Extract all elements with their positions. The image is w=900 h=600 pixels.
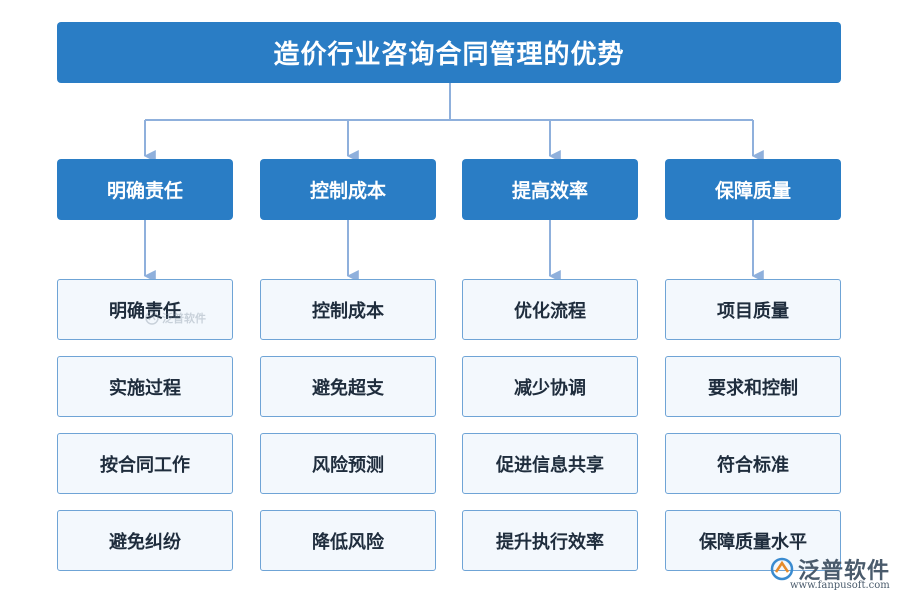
category-head-responsibility: 明确责任 xyxy=(57,159,233,220)
item-box: 避免超支 xyxy=(260,356,436,417)
item-box: 优化流程 xyxy=(462,279,638,340)
category-head-quality: 保障质量 xyxy=(665,159,841,220)
item-box: 要求和控制 xyxy=(665,356,841,417)
item-box: 符合标准 xyxy=(665,433,841,494)
watermark-text: 泛普软件 xyxy=(162,312,206,325)
brand-url: www.fanpusoft.com xyxy=(790,580,890,591)
category-head-cost: 控制成本 xyxy=(260,159,436,220)
brand-logo-icon xyxy=(145,311,159,325)
item-box: 按合同工作 xyxy=(57,433,233,494)
item-box: 实施过程 xyxy=(57,356,233,417)
brand-logo: 泛普软件 xyxy=(770,553,890,585)
inline-watermark: 泛普软件 xyxy=(145,310,206,326)
item-box: 风险预测 xyxy=(260,433,436,494)
diagram-title: 造价行业咨询合同管理的优势 xyxy=(57,22,841,83)
item-box: 明确责任 xyxy=(57,279,233,340)
item-box: 减少协调 xyxy=(462,356,638,417)
item-box: 降低风险 xyxy=(260,510,436,571)
item-box: 控制成本 xyxy=(260,279,436,340)
brand-name: 泛普软件 xyxy=(798,559,891,584)
category-head-efficiency: 提高效率 xyxy=(462,159,638,220)
item-box: 保障质量水平 xyxy=(665,510,841,571)
brand-logo-icon xyxy=(770,557,794,581)
item-box: 提升执行效率 xyxy=(462,510,638,571)
item-box: 促进信息共享 xyxy=(462,433,638,494)
item-box: 避免纠纷 xyxy=(57,510,233,571)
item-box: 项目质量 xyxy=(665,279,841,340)
